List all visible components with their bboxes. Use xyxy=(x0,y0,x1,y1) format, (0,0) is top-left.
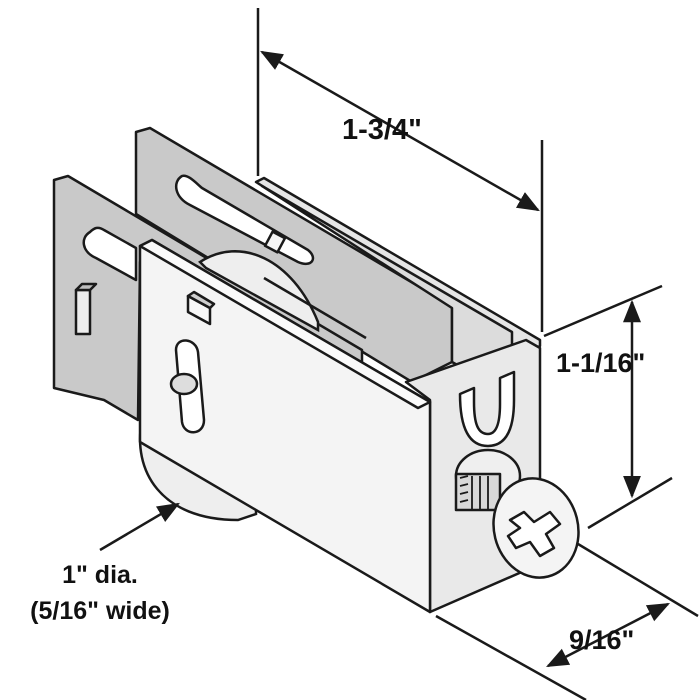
wheel-width-label: (5/16" wide) xyxy=(30,596,170,625)
wheel-label: 1" dia. (5/16" wide) xyxy=(0,558,200,629)
back-mounting-plate xyxy=(134,126,454,384)
adjustment-screw xyxy=(454,448,580,579)
width-dimension xyxy=(435,542,699,700)
height-dimension xyxy=(543,284,673,530)
width-label: 9/16" xyxy=(569,625,635,655)
length-dimension xyxy=(256,8,544,332)
height-label: 1-1/16" xyxy=(556,348,646,378)
wheel-leader xyxy=(99,502,180,552)
length-label: 1-3/4" xyxy=(342,114,422,146)
wheel-diameter-label: 1" dia. xyxy=(62,561,138,589)
